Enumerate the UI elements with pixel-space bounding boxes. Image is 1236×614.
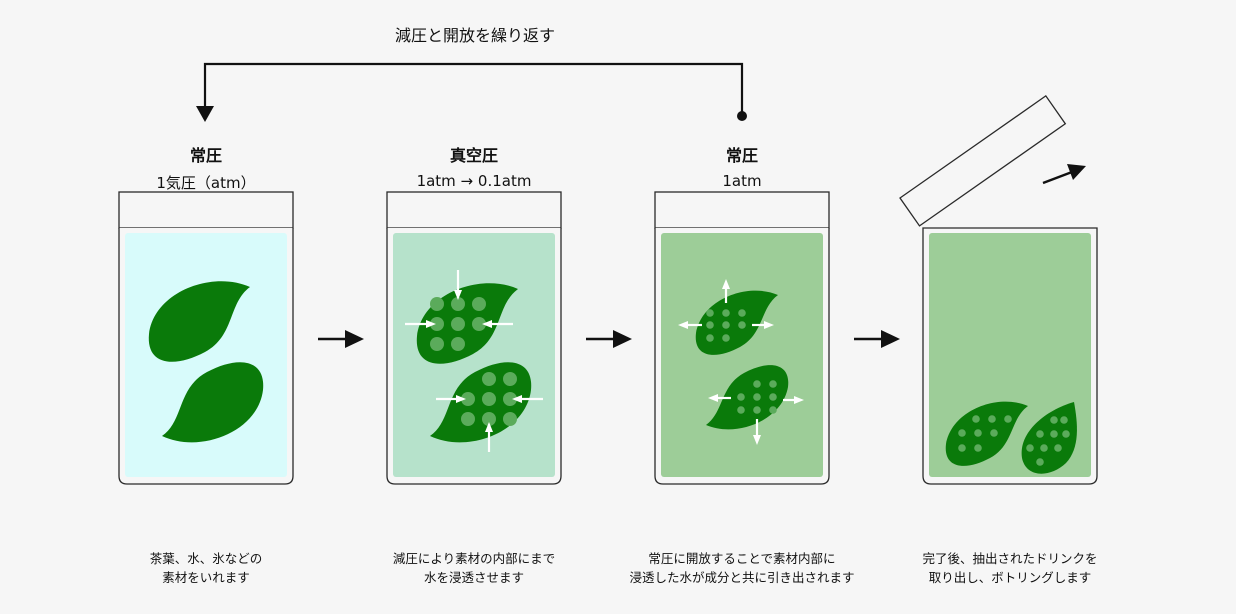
stage-2-pressure: 1atm → 0.1atm	[416, 172, 532, 190]
process-arrow	[586, 330, 632, 348]
stage-3-pressure: 1atm	[722, 172, 762, 190]
lid-open-arrow	[1042, 164, 1086, 185]
jar-stage-2	[386, 191, 562, 485]
jar-lid	[386, 191, 562, 229]
jar-stage-1	[118, 191, 294, 485]
outward-pressure-arrows	[678, 279, 804, 445]
stage-3-title: 常圧	[725, 146, 758, 165]
stage-1-pressure: 1気圧（atm）	[156, 174, 256, 192]
stage-4-caption: 完了後、抽出されたドリンクを 取り出し、ボトリングします	[922, 551, 1098, 585]
jar-stage-3	[654, 191, 830, 485]
stage-2-title: 真空圧	[449, 146, 498, 165]
stage-1-caption: 茶葉、水、氷などの 素材をいれます	[149, 551, 263, 585]
repeat-loop-arrow	[196, 62, 747, 122]
stage-3-caption: 常圧に開放することで素材内部に 浸透した水が成分と共に引き出されます	[629, 551, 855, 585]
stage-1-title: 常圧	[189, 146, 222, 165]
leaf-icon	[148, 281, 250, 362]
leaf-icon	[162, 362, 264, 443]
jar-lid	[654, 191, 830, 229]
jar-stage-4	[899, 94, 1098, 485]
pore-dots	[958, 415, 1070, 466]
pore-dots	[706, 309, 777, 414]
pore-dots	[430, 297, 517, 426]
jar-lid	[118, 191, 294, 229]
inward-pressure-arrows	[405, 270, 543, 452]
leaf-icon	[695, 290, 778, 355]
jar-liquid	[661, 233, 823, 477]
jar-lid-open	[899, 94, 1067, 227]
repeat-cycle-label: 減圧と開放を繰り返す	[394, 26, 555, 45]
process-arrow	[854, 330, 900, 348]
process-arrow	[318, 330, 364, 348]
stage-2-caption: 減圧により素材の内部にまで 水を浸透させます	[392, 551, 556, 585]
leaf-icon	[706, 365, 789, 430]
